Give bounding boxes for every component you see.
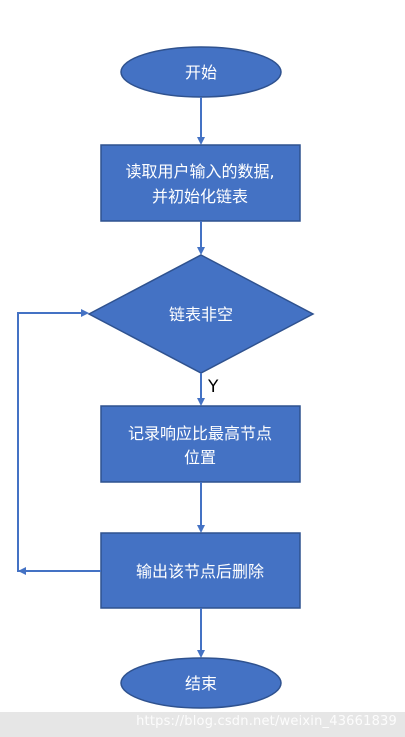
loop-back-arrow-tail-head [18, 567, 26, 575]
condition-node-label: 链表非空 [169, 305, 233, 324]
watermark-text: https://blog.csdn.net/weixin_43661839 [136, 714, 397, 729]
read-input-label-line1: 读取用户输入的数据, [125, 162, 274, 181]
read-input-node [100, 144, 301, 222]
end-node-label: 结束 [185, 674, 217, 693]
end-node [120, 657, 282, 709]
record-label-line1: 记录响应比最高节点 [128, 424, 272, 443]
yes-label: Y [207, 377, 219, 397]
watermark-bar [0, 712, 405, 737]
loop-back-arrow [17, 309, 101, 572]
record-label-line2: 位置 [184, 448, 216, 467]
record-node [100, 405, 301, 483]
output-delete-label: 输出该节点后删除 [136, 562, 264, 581]
read-input-label-line2: 并初始化链表 [152, 187, 248, 206]
start-node-label: 开始 [185, 63, 217, 82]
